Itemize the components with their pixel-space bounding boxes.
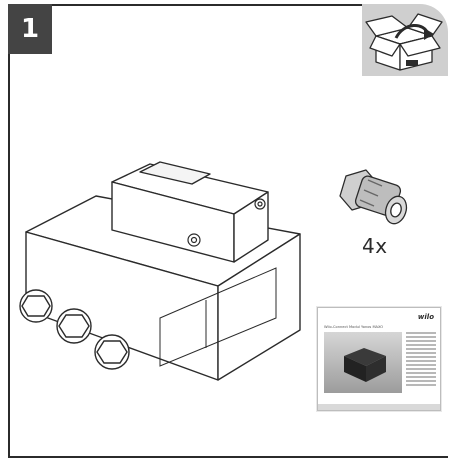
unpack-icon-box <box>362 4 448 76</box>
connect-module <box>25 161 301 381</box>
step-number-badge: 1 <box>8 4 52 54</box>
open-box-icon <box>365 13 443 71</box>
step-number: 1 <box>20 14 40 44</box>
module-screws <box>187 198 266 247</box>
step-frame <box>8 4 448 458</box>
manual-brand-logo: wilo <box>417 313 434 321</box>
manual-cover-image <box>324 332 402 393</box>
cable-gland-quantity: 4x <box>362 234 388 258</box>
installation-manual: wilo Wilo-Connect Modul Yonos MAXO <box>317 307 441 411</box>
manual-footer-bar <box>318 404 440 410</box>
frame-top-border <box>8 4 364 6</box>
module-thumbnail-icon <box>344 348 386 382</box>
manual-text-lines <box>406 332 436 388</box>
cable-gland-icon <box>339 169 408 225</box>
terminal-label-panel <box>159 267 277 367</box>
manual-title: Wilo-Connect Modul Yonos MAXO <box>324 325 384 329</box>
cable-glands-mounted <box>19 289 130 370</box>
